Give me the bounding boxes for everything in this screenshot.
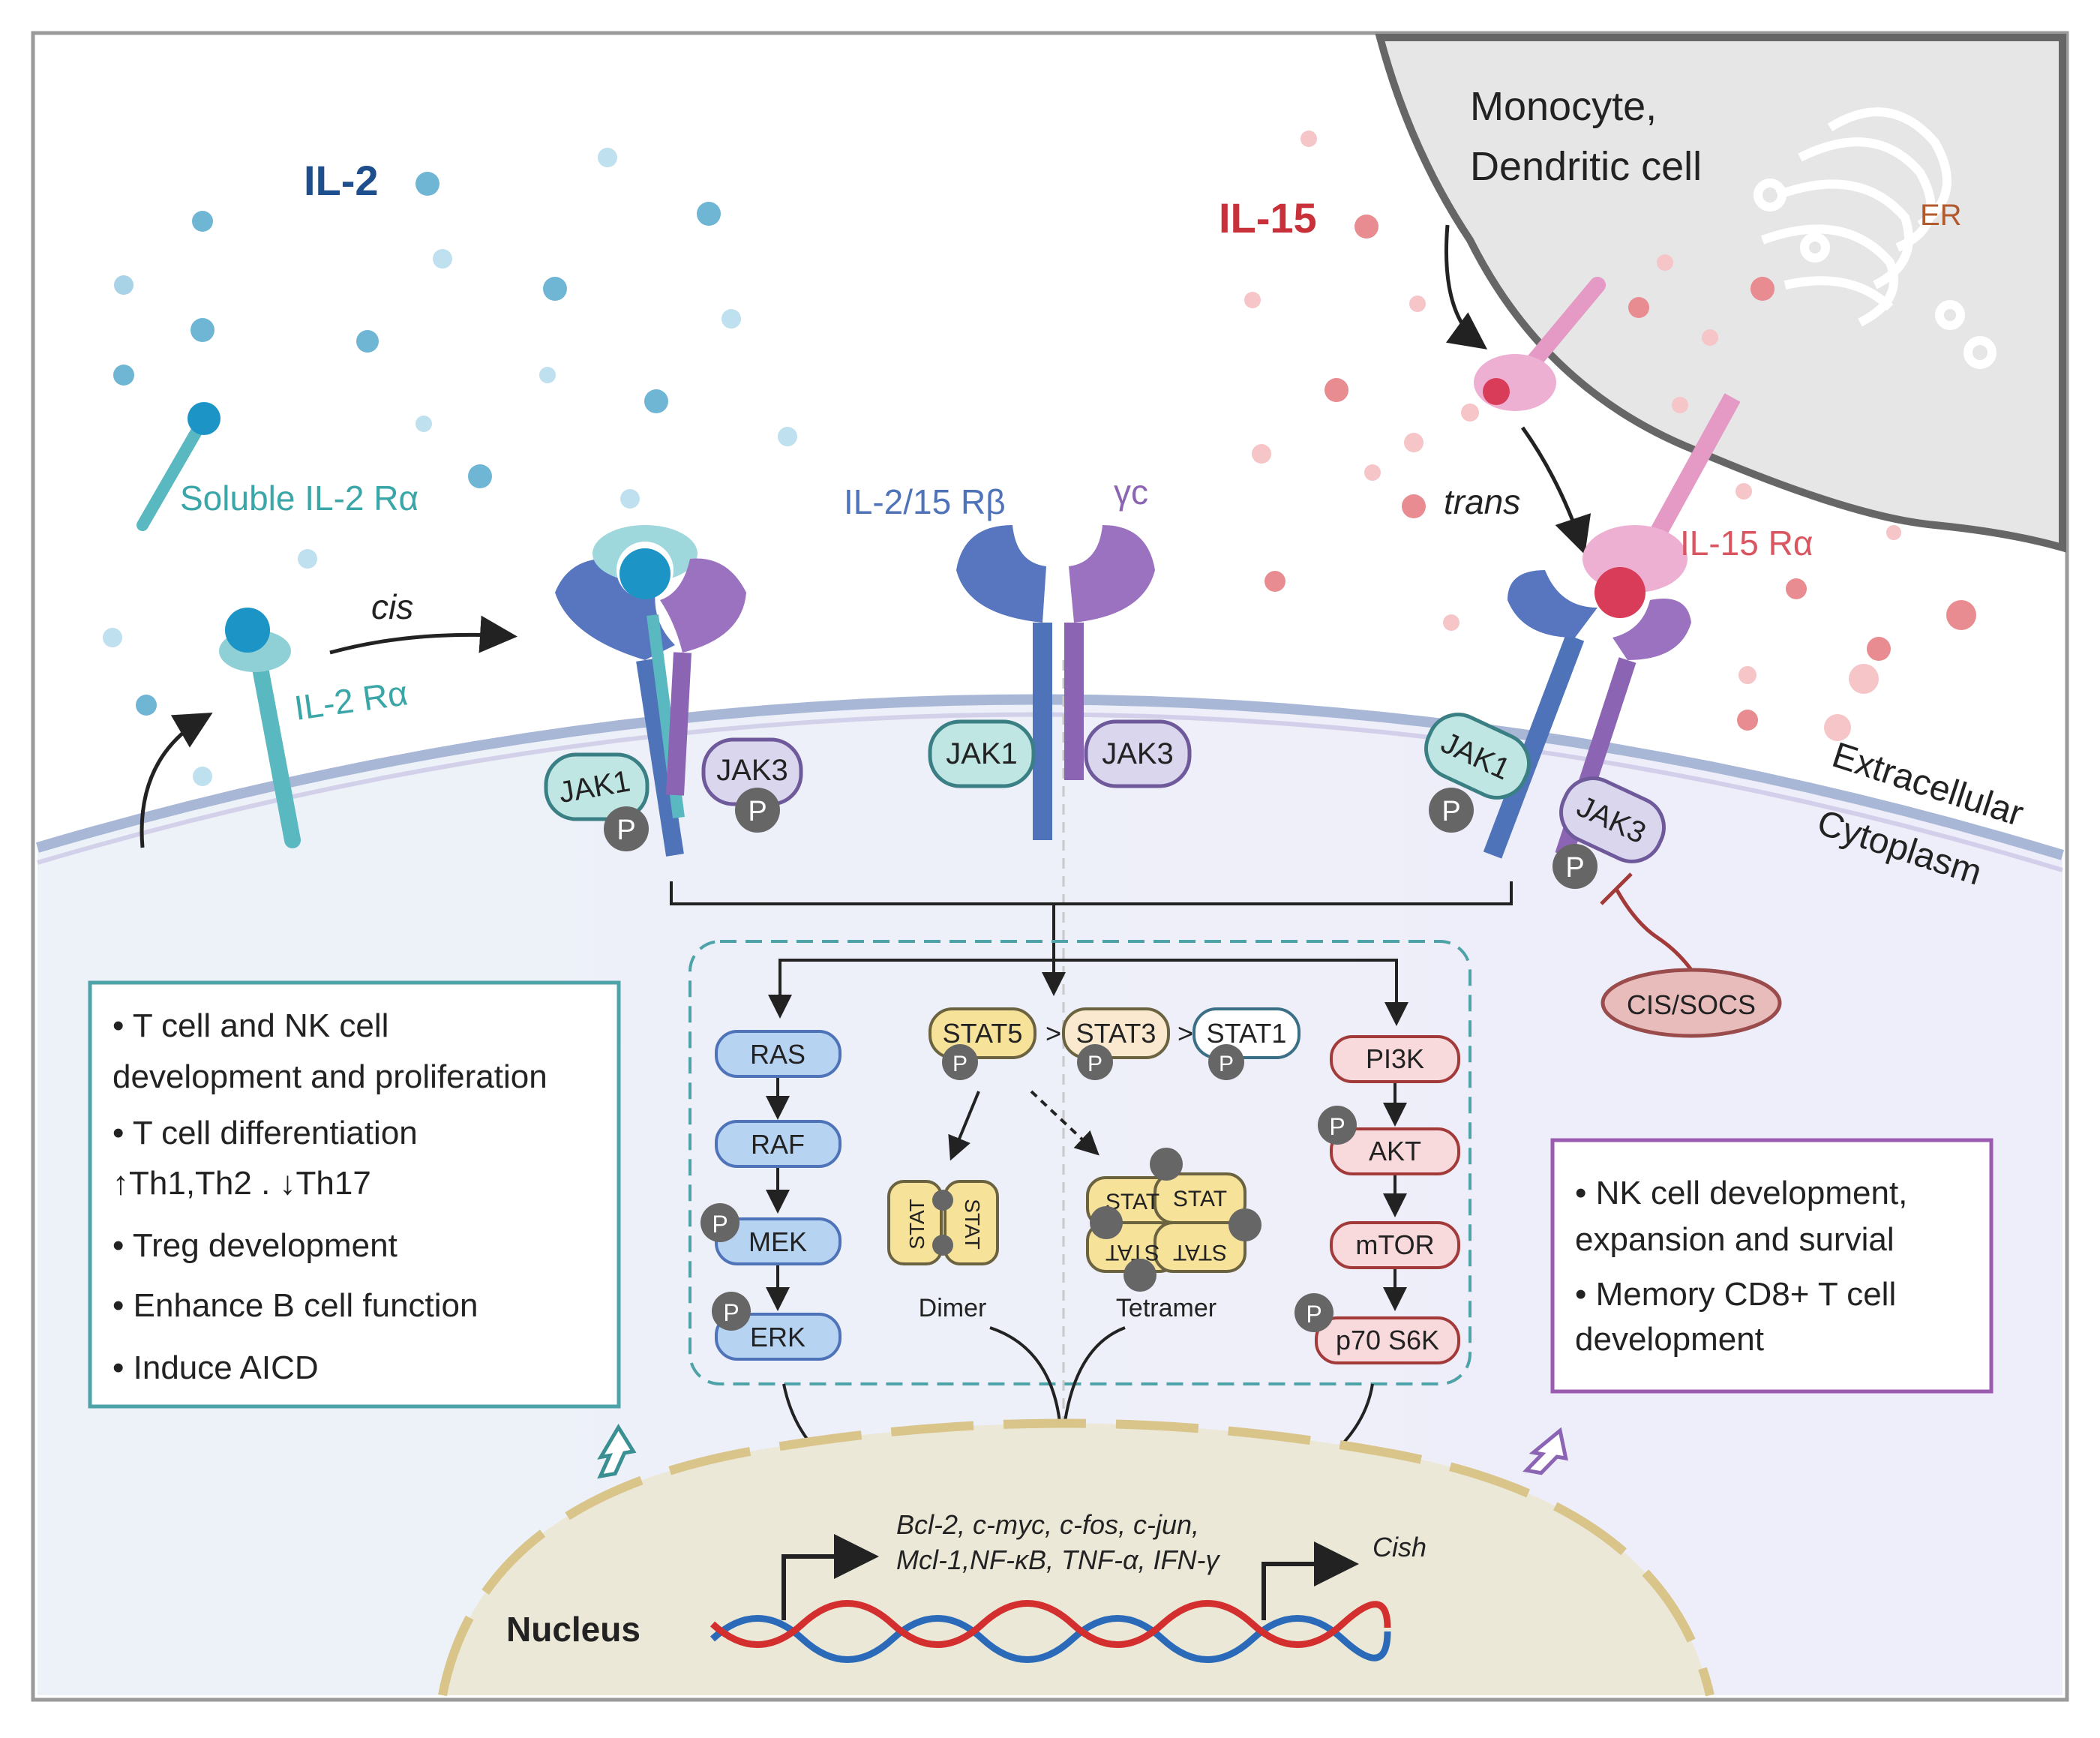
il15-title: IL-15 — [1219, 194, 1317, 242]
p-jak1-right: P — [1442, 796, 1460, 827]
inhibition-line — [1614, 887, 1697, 977]
il15-function-2a: • Memory CD8+ T cell — [1575, 1276, 1896, 1313]
tetramer-stat-b: STAT — [1173, 1187, 1227, 1211]
il2-title: IL-2 — [304, 157, 379, 204]
dimer-stat-b: STAT — [961, 1199, 984, 1249]
mtor-node: mTOR — [1355, 1229, 1434, 1260]
mek-node: MEK — [748, 1226, 807, 1257]
soluble-il2-ra-label: Soluble IL-2 Rα — [180, 479, 418, 518]
trans-label: trans — [1444, 482, 1520, 521]
inhibition-bar — [1600, 872, 1633, 905]
il2-particles — [103, 148, 797, 786]
il2-function-5: • Induce AICD — [112, 1349, 319, 1386]
pi3k-node: PI3K — [1366, 1043, 1424, 1074]
nucleus-label: Nucleus — [506, 1610, 640, 1649]
svg-text:P: P — [952, 1052, 968, 1076]
cis-label: cis — [371, 587, 413, 626]
pi3k-pathway: PI3K AKT P mTOR p70 S6K P — [1294, 1035, 1460, 1364]
il15-function-1b: expansion and survial — [1575, 1221, 1894, 1258]
il2-functions-text: • T cell and NK cell development and pro… — [112, 1007, 548, 1386]
tetramer-stat-d: STAT — [1173, 1240, 1227, 1265]
dimer-stat-a: STAT — [905, 1199, 928, 1249]
target-genes-line-2: Mcl-1,NF-κB, TNF-α, IFN-γ — [896, 1544, 1220, 1575]
target-genes-line-1: Bcl-2, c-myc, c-fos, c-jun, — [896, 1509, 1199, 1540]
il2-functions-box — [88, 980, 621, 1409]
cis-socs-label: CIS/SOCS — [1627, 989, 1756, 1020]
stat-pathway: STAT5 P > STAT3 P > STAT1 P STAT STAT Di… — [887, 1007, 1300, 1322]
p-jak1-left: P — [616, 815, 635, 846]
il15-receptor-complex: JAK1 P JAK3 P — [1424, 393, 1741, 889]
il2-function-3: • Treg development — [112, 1227, 398, 1264]
il2-receptor-complex: JAK1 P JAK3 P — [544, 525, 803, 857]
gamma-chain-label: γc — [1114, 473, 1148, 512]
arrow-presentation — [1444, 224, 1488, 350]
svg-text:P: P — [1329, 1113, 1345, 1140]
svg-text:>: > — [1178, 1018, 1193, 1049]
soluble-il2-ra — [136, 402, 220, 531]
erk-node: ERK — [750, 1322, 806, 1352]
jak3-center: JAK3 — [1102, 737, 1174, 770]
presenting-cell-label-1: Monocyte, — [1470, 84, 1657, 129]
il2-function-4: • Enhance B cell function — [112, 1287, 478, 1324]
stat1-node: STAT1 — [1207, 1018, 1287, 1049]
dimer-label: Dimer — [919, 1294, 987, 1322]
raf-node: RAF — [751, 1129, 805, 1160]
p-jak3-left: P — [748, 796, 766, 827]
stat5-node: STAT5 — [943, 1018, 1023, 1049]
promoter-arrow-right — [1262, 1541, 1359, 1620]
p-erk: P — [723, 1299, 739, 1326]
akt-node: AKT — [1369, 1136, 1421, 1166]
p-jak3-right: P — [1565, 852, 1584, 884]
mapk-pathway: RAS RAF MEK P ERK P — [700, 1030, 842, 1361]
il2-ra-receptor — [219, 608, 301, 848]
promoter-arrow-left — [782, 1534, 879, 1620]
er-label: ER — [1920, 199, 1962, 232]
svg-text:P: P — [1306, 1301, 1322, 1328]
il15-function-1a: • NK cell development, — [1575, 1175, 1907, 1211]
arrow-trans — [1520, 426, 1592, 555]
p70s6k-node: p70 S6K — [1336, 1325, 1439, 1355]
il2-function-2b: ↑Th1,Th2 . ↓Th17 — [112, 1165, 371, 1202]
cis-socs-node — [1600, 968, 1782, 1038]
il15-ra-on-presenting-cell — [1474, 277, 1606, 411]
pathway-box — [688, 940, 1472, 1385]
jak3-left: JAK3 — [716, 754, 788, 787]
arrow-recycle — [140, 712, 213, 848]
il2-function-1b: development and proliferation — [112, 1058, 548, 1095]
tetramer-label: Tetramer — [1116, 1294, 1216, 1322]
nuclear-envelope — [438, 1418, 1714, 1697]
p-mek: P — [712, 1211, 728, 1238]
arrow-cis — [329, 615, 518, 655]
svg-text:P: P — [1219, 1052, 1234, 1076]
il2-outcome-arrow — [597, 1424, 637, 1479]
il15-particles — [1244, 131, 1976, 741]
il15-ra-label: IL-15 Rα — [1680, 524, 1813, 563]
svg-text:P: P — [1088, 1052, 1102, 1076]
stat3-node: STAT3 — [1076, 1018, 1156, 1049]
dna-helix — [710, 1600, 1391, 1663]
beta-chain-label: IL-2/15 Rβ — [844, 482, 1006, 521]
free-receptor-complex: JAK1 JAK3 — [928, 525, 1192, 840]
presenting-cell-body — [1375, 34, 2066, 553]
presenting-cell-label-2: Dendritic cell — [1470, 144, 1702, 189]
jak1-center: JAK1 — [946, 737, 1018, 770]
er-organelle — [1754, 107, 1996, 369]
il15-outcome-arrow — [1522, 1427, 1568, 1475]
cish-gene-label: Cish — [1372, 1532, 1426, 1562]
arrow-to-ras — [768, 959, 1054, 1019]
il2-function-2a: • T cell differentiation — [112, 1115, 418, 1151]
il15-functions-text: • NK cell development, expansion and sur… — [1575, 1175, 1907, 1358]
receptor-bracket — [670, 881, 1513, 905]
ras-node: RAS — [750, 1039, 806, 1070]
il15-function-2b: development — [1575, 1321, 1764, 1358]
svg-text:>: > — [1046, 1018, 1061, 1049]
nucleus-body — [442, 1423, 1710, 1695]
il2-function-1a: • T cell and NK cell — [112, 1007, 388, 1044]
il15-functions-box — [1550, 1138, 1994, 1394]
arrow-to-pi3k — [1054, 959, 1408, 1026]
